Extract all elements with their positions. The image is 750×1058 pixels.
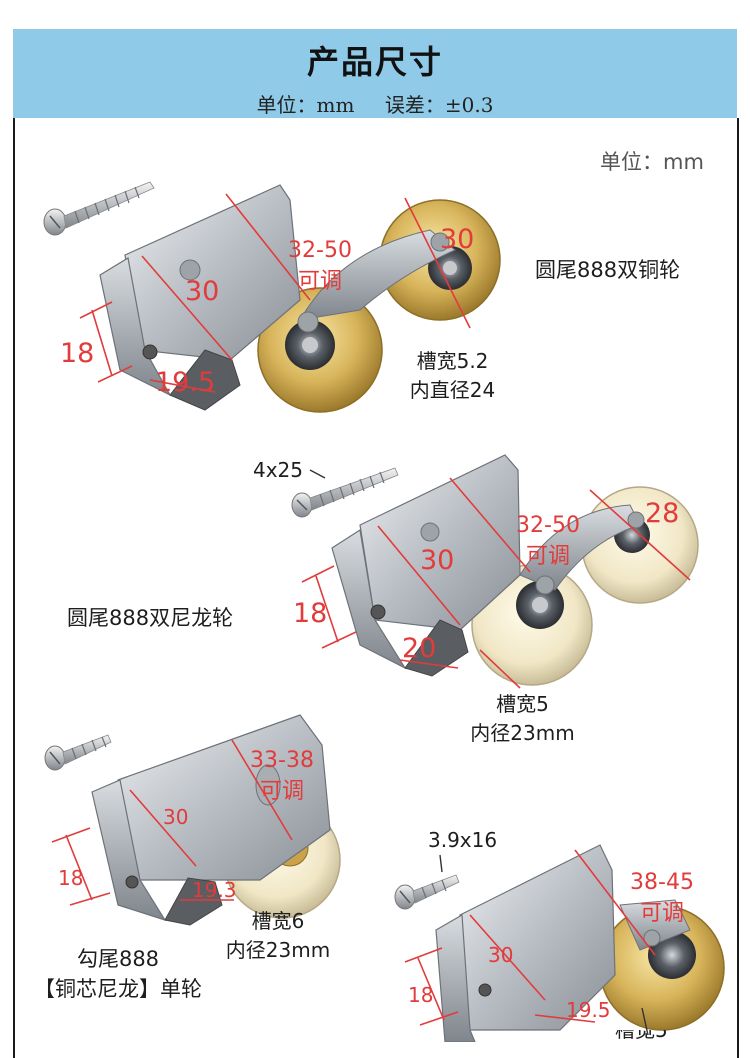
inner-diameter: 内径23mm [225,938,331,962]
product-2-screw-size: 4x25 [253,458,304,482]
adjust-label: 可调 [259,779,304,804]
product-2-name: 圆尾888双尼龙轮 [67,606,234,630]
product-3-adjust-range: 33-38 可调 [246,748,318,805]
header-subtitle: 单位：mm 误差：±0.3 [13,89,737,118]
page-title: 产品尺寸 [306,43,443,81]
groove-width: 槽宽6 [251,909,305,933]
groove-width: 槽宽5 [615,1030,668,1042]
product-1-specs: 槽宽5.2 内直径24 [400,345,505,403]
product-3-name-line1: 勾尾888 [76,947,160,971]
adjust-range-value: 32-50 [516,513,580,538]
adjust-range-value: 33-38 [250,748,314,773]
product-3-plate-dimension: 30 [163,805,189,829]
product-4-height-dimension: 18 [408,983,434,1007]
product-2-illustration [291,454,699,689]
product-3-width-dimension: 19.3 [192,878,237,902]
inner-diameter: 内径23mm [470,721,575,745]
adjust-label: 可调 [525,544,570,569]
product-2-wheel-dimension: 28 [645,498,680,529]
product-2-width-dimension: 20 [402,633,437,664]
screw-icon [291,467,399,518]
product-4-illustration [394,844,725,1042]
product-3-height-dimension: 18 [58,866,84,890]
screw-icon [44,734,112,771]
product-3-name-line2: 【铜芯尼龙】单轮 [34,977,202,1001]
product-1-illustration [43,181,501,413]
header-banner: 产品尺寸 单位：mm 误差：±0.3 [13,29,737,118]
screw-icon [43,181,155,236]
product-1-name: 圆尾888双铜轮 [535,258,681,282]
product-4-adjust-range: 38-45 可调 [626,870,698,927]
product-4-groove-width-partial: 槽宽5 [615,1030,668,1042]
product-1-plate-dimension: 30 [185,276,220,307]
adjust-range-value: 38-45 [630,870,694,895]
screw-icon [394,874,460,910]
unit-note: 单位：mm [600,150,704,174]
content-frame [13,118,739,1058]
product-1-width-dimension: 19.5 [155,367,216,398]
inner-diameter: 内直径24 [409,378,496,402]
product-3-illustration [44,714,341,926]
groove-width: 槽宽5.2 [416,349,489,373]
product-1-adjust-range: 32-50 可调 [284,238,356,295]
product-3-name: 勾尾888 【铜芯尼龙】单轮 [18,943,218,1003]
unit-label: 单位：mm [256,93,355,117]
groove-width: 槽宽5 [496,692,549,716]
adjust-range-value: 32-50 [288,238,352,263]
product-1-wheel-dimension: 30 [440,224,475,255]
product-2-adjust-range: 32-50 可调 [512,513,584,570]
adjust-label: 可调 [639,901,684,926]
adjust-label: 可调 [297,269,342,294]
tolerance-label: 误差：±0.3 [384,93,494,117]
product-4-screw-size: 3.9x16 [428,828,498,852]
product-2-height-dimension: 18 [293,598,328,629]
product-3-specs: 槽宽6 内径23mm [218,905,338,963]
product-2-specs: 槽宽5 内径23mm [455,688,590,746]
product-4-plate-dimension: 30 [488,943,514,967]
product-4-width-dimension: 19.5 [566,998,611,1022]
product-1-height-dimension: 18 [60,338,95,369]
product-2-plate-dimension: 30 [420,545,455,576]
